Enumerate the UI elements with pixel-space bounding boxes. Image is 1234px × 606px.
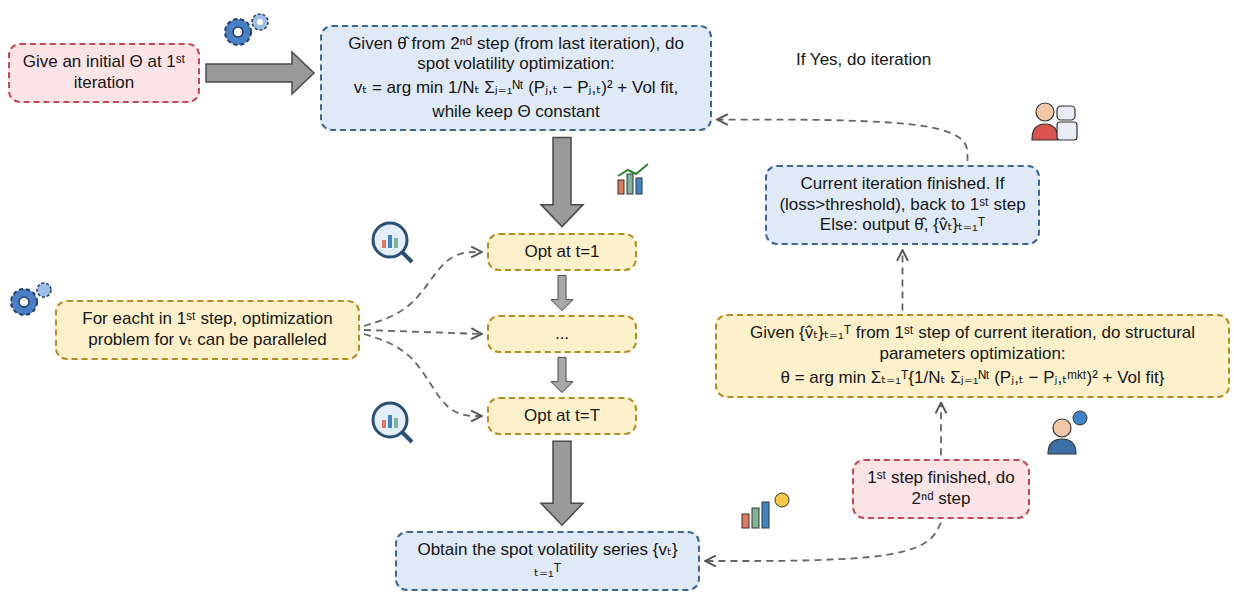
box-text: ... — [501, 324, 623, 345]
bar — [394, 418, 398, 428]
magnifier-icon — [373, 223, 412, 262]
bar — [618, 180, 624, 194]
dashed-connector — [940, 403, 942, 456]
bar — [627, 174, 633, 194]
output-box: Obtain the spot volatility series {vₜ}ₜ₌… — [395, 531, 700, 590]
flow-arrow — [551, 357, 573, 392]
box-text: θ = arg min Σₜ₌₁ᵀ{1/Nₜ Σⱼ₌₁ᴺᵗ (Pⱼ,ₜ − Pⱼ… — [729, 368, 1216, 389]
people-icon — [1032, 103, 1077, 140]
dashed-connector — [902, 250, 904, 310]
start-box: Give an initial Θ at 1ˢᵗ iteration — [8, 43, 200, 102]
handle — [402, 432, 412, 442]
process-box: ... — [487, 315, 637, 354]
box-text: while keep Θ constant — [334, 102, 698, 123]
box-text: Current iteration finished. If (loss>thr… — [779, 174, 1026, 236]
gear-hole — [19, 297, 29, 307]
gear — [37, 283, 51, 297]
process-box: Given {v̂ₜ}ₜ₌₁ᵀ from 1ˢᵗ step of current… — [715, 314, 1230, 397]
dashed-connector — [717, 120, 968, 161]
dashed-connector — [364, 334, 482, 416]
gear-icon — [225, 14, 268, 45]
bar — [394, 238, 398, 248]
body — [1032, 124, 1058, 140]
box-text: Given θ̂ from 2ⁿᵈ step (from last iterat… — [334, 34, 698, 75]
box-text: vₜ = arg min 1/Nₜ Σⱼ₌₁ᴺᵗ (Pⱼ,ₜ − Pⱼ,ₜ)² … — [334, 78, 698, 99]
magnifier-icon — [373, 403, 412, 442]
gear — [11, 289, 37, 315]
process-box: Given θ̂ from 2ⁿᵈ step (from last iterat… — [320, 25, 712, 132]
gear-hole — [233, 27, 243, 37]
dashed-connector — [364, 252, 482, 326]
chart-icon — [618, 164, 648, 194]
bar — [742, 514, 749, 528]
robot-head — [1057, 106, 1075, 120]
bar — [762, 502, 769, 528]
gear — [225, 19, 251, 45]
box-text: Opt at t=T — [501, 406, 623, 427]
bar — [382, 240, 386, 248]
gear — [252, 14, 268, 30]
head — [1036, 103, 1054, 121]
bar — [388, 415, 392, 428]
step-box: 1ˢᵗ step finished, do 2ⁿᵈ step — [852, 459, 1030, 518]
bar — [636, 178, 642, 194]
flow-arrow — [551, 275, 573, 310]
bar — [752, 508, 759, 528]
box-text: Give an initial Θ at 1ˢᵗ iteration — [22, 52, 186, 93]
body — [1048, 439, 1076, 454]
box-text: For eacht in 1ˢᵗ step, optimization prob… — [69, 309, 346, 350]
block-arrow — [541, 137, 583, 226]
trend-line — [618, 164, 648, 176]
process-box: Opt at t=T — [487, 397, 637, 436]
box-text: 1ˢᵗ step finished, do 2ⁿᵈ step — [866, 468, 1016, 509]
edge-label: If Yes, do iteration — [792, 50, 935, 70]
head — [1053, 419, 1071, 437]
dashed-connector — [705, 523, 941, 561]
chart-icon — [742, 493, 789, 528]
bar — [382, 420, 386, 428]
chart-badge — [1073, 411, 1087, 425]
box-text: Obtain the spot volatility series {vₜ}ₜ₌… — [409, 540, 686, 581]
process-box: Opt at t=1 — [487, 233, 637, 272]
lens — [373, 403, 407, 437]
handle — [402, 252, 412, 262]
dashed-connector — [364, 330, 482, 334]
box-text: Opt at t=1 — [501, 242, 623, 263]
person-icon — [1048, 411, 1087, 454]
gear-icon — [11, 283, 51, 315]
box-text: Given {v̂ₜ}ₜ₌₁ᵀ from 1ˢᵗ step of current… — [729, 323, 1216, 364]
note-box: For eacht in 1ˢᵗ step, optimization prob… — [55, 300, 360, 359]
bar — [388, 235, 392, 248]
gear-hole — [257, 19, 263, 25]
decision-box: Current iteration finished. If (loss>thr… — [765, 165, 1040, 245]
block-arrow — [541, 441, 583, 525]
block-arrow — [206, 52, 314, 94]
robot-body — [1057, 122, 1077, 140]
question-badge — [775, 493, 789, 507]
lens — [373, 223, 407, 257]
